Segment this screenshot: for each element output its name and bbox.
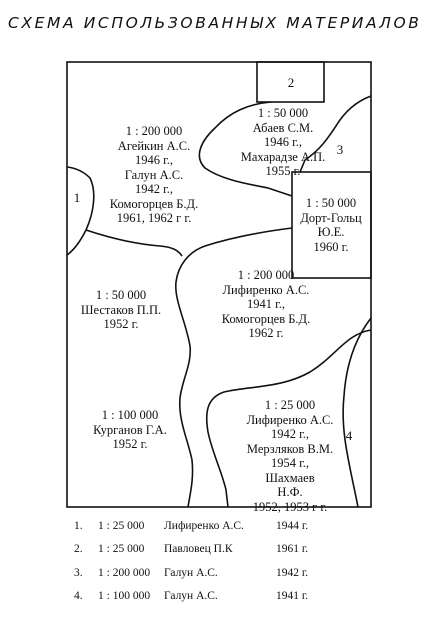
zone-4-boundary (342, 317, 372, 508)
legend-author: Галун А.С. (164, 566, 218, 579)
legend-scale: 1 : 100 000 (98, 590, 151, 603)
zone-2-box (256, 61, 325, 103)
zone-1-boundary (66, 166, 95, 256)
legend-row: 4. 1 : 100 000 Галун А.С. 1941 г. (74, 585, 414, 609)
legend-row: 3. 1 : 200 000 Галун А.С. 1942 г. (74, 561, 414, 585)
se-boundary (205, 329, 372, 508)
legend-row: 2. 1 : 25 000 Павловец П.К 1961 г. (74, 538, 414, 562)
nw-w-boundary (85, 229, 183, 257)
scheme-title: СХЕМА ИСПОЛЬЗОВАННЫХ МАТЕРИАЛОВ (8, 14, 422, 32)
map-frame (66, 61, 372, 508)
legend-author: Галун А.С. (164, 590, 218, 603)
legend-scale: 1 : 25 000 (98, 543, 145, 556)
legend-number: 4. (74, 590, 83, 603)
region-ne-label: 1 : 50 000 Абаев С.М. 1946 г., Махарадзе… (240, 106, 326, 178)
legend-year: 1961 г. (276, 543, 309, 556)
zone-number-1: 1 (73, 190, 81, 205)
region-mid-label: 1 : 200 000 Лифиренко А.С. 1941 г., Комо… (221, 268, 311, 340)
legend-number: 3. (74, 566, 83, 579)
legend-author: Лифиренко А.С. (164, 519, 244, 532)
legend-year: 1941 г. (276, 590, 309, 603)
zone-number-3: 3 (336, 142, 344, 157)
zone-number-2: 2 (287, 75, 295, 90)
region-w-label: 1 : 50 000 Шестаков П.П. 1952 г. (80, 288, 162, 331)
legend-number: 1. (74, 519, 83, 532)
region-se-label: 1 : 25 000 Лифиренко А.С. 1942 г., Мерзл… (246, 398, 334, 514)
legend-scale: 1 : 200 000 (98, 566, 151, 579)
region-sw-label: 1 : 100 000 Курганов Г.А. 1952 г. (93, 408, 167, 451)
legend-year: 1944 г. (276, 519, 309, 532)
legend-number: 2. (74, 543, 83, 556)
legend-year: 1942 г. (276, 566, 309, 579)
mid-boundary (175, 227, 293, 508)
ne-boundary (299, 95, 372, 173)
legend-author: Павловец П.К (164, 543, 233, 556)
ne-left-boundary (198, 101, 293, 197)
region-dort-golts-label: 1 : 50 000 Дорт-Гольц Ю.Е. 1960 г. (300, 196, 362, 254)
dort-golts-box (291, 171, 372, 279)
region-nw-label: 1 : 200 000 Агейкин А.С. 1946 г., Галун … (109, 124, 199, 225)
zone-number-4: 4 (345, 428, 353, 443)
legend-row: 1. 1 : 25 000 Лифиренко А.С. 1944 г. (74, 514, 414, 538)
legend: 1. 1 : 25 000 Лифиренко А.С. 1944 г. 2. … (74, 514, 414, 608)
legend-scale: 1 : 25 000 (98, 519, 145, 532)
